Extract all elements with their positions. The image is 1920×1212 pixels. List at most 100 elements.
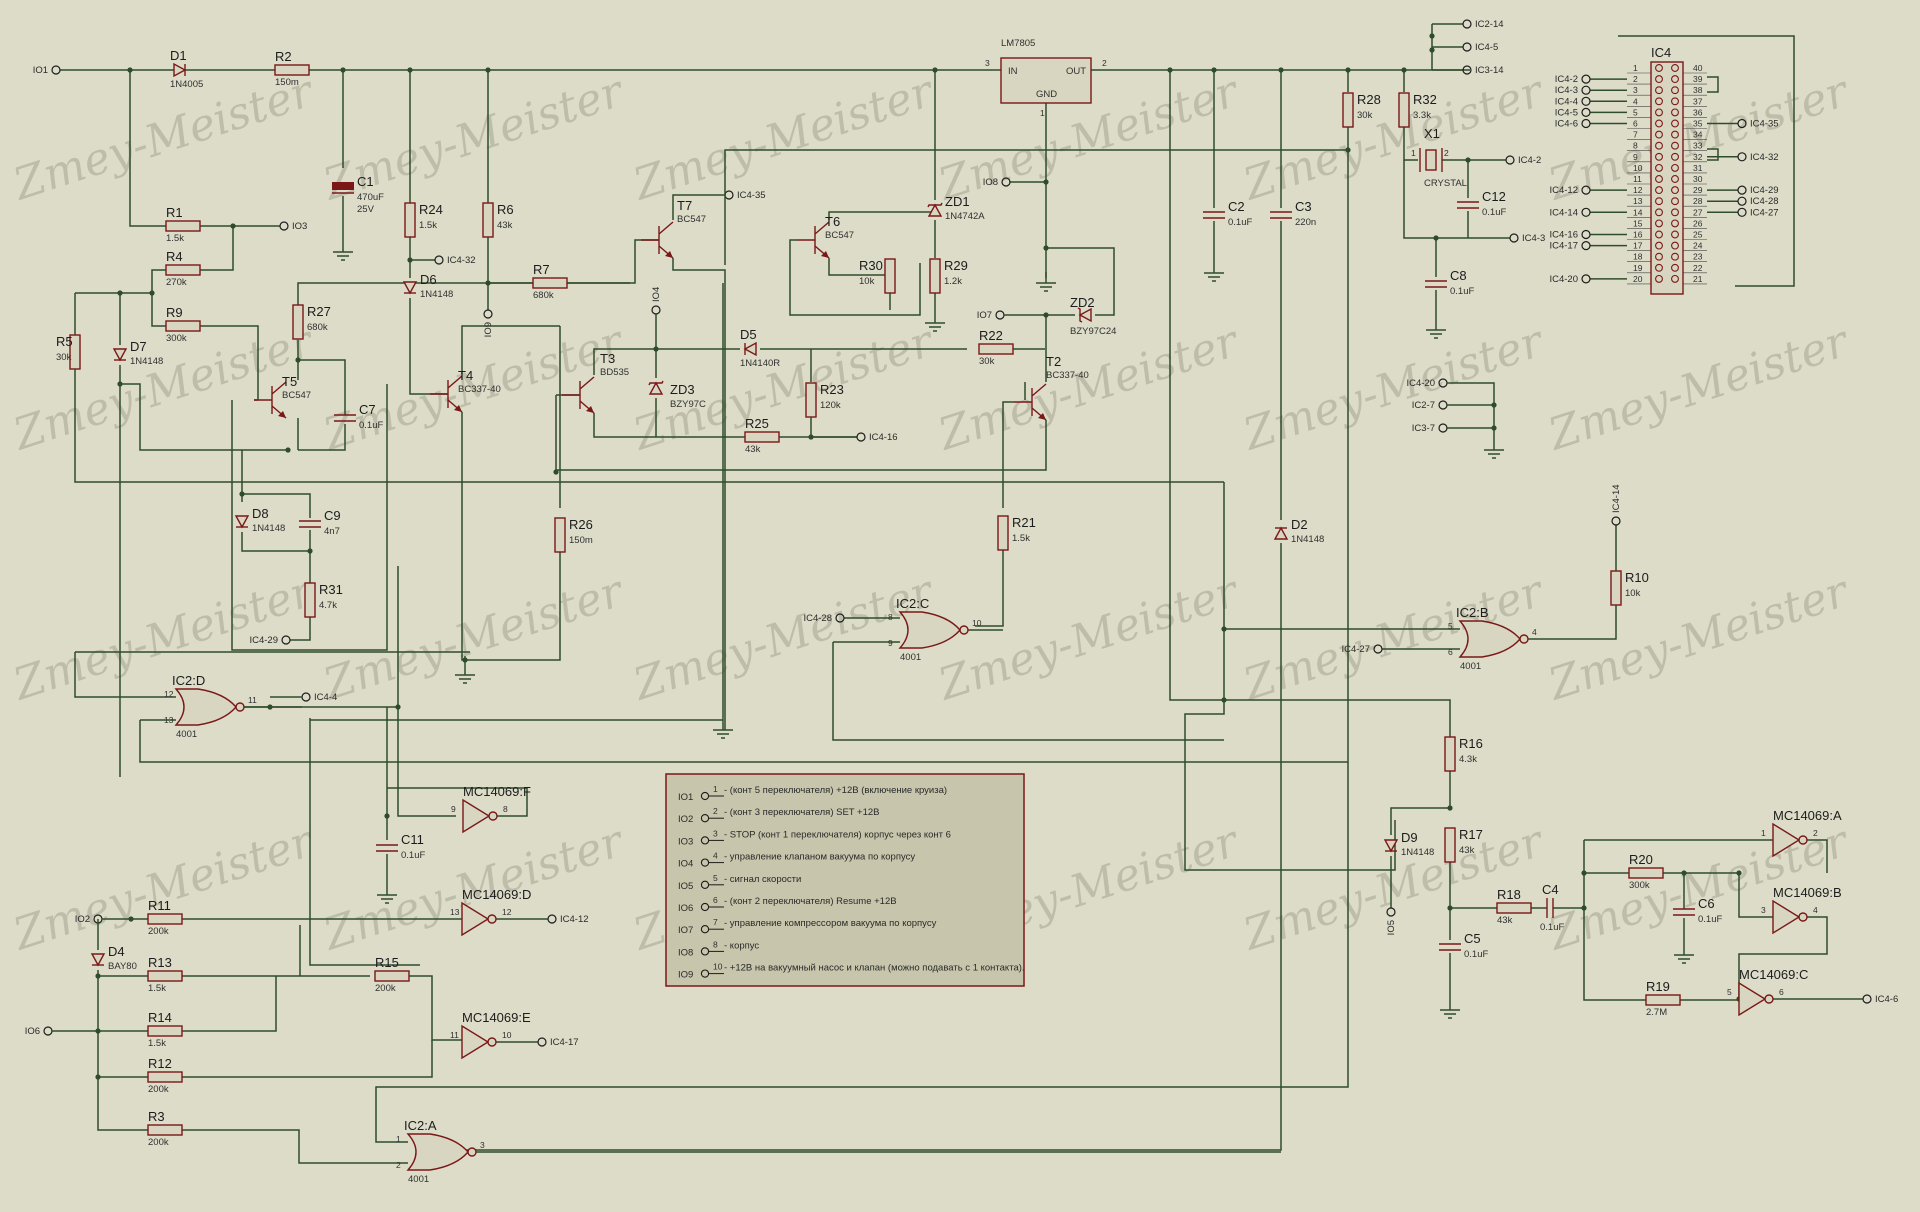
net-label: IC4-17	[550, 1037, 579, 1048]
terminal	[995, 310, 1005, 320]
transistor-collector	[447, 375, 463, 389]
net-label: IC4-20	[1549, 274, 1578, 285]
wire	[1002, 401, 1014, 508]
gate-ref: MC14069:C	[1739, 967, 1808, 982]
capacitor-ref: C11	[401, 832, 424, 847]
diode-bar	[648, 380, 664, 386]
wire	[375, 127, 1349, 1143]
watermark-text: Zmey-Meister	[1236, 315, 1552, 461]
crystal-ref: X1	[1424, 126, 1440, 141]
resistor-body	[997, 515, 1009, 551]
regulator-body	[1000, 57, 1092, 104]
terminal	[1581, 74, 1591, 84]
legend-description: - (конт 3 переключателя) SET +12В	[724, 807, 880, 818]
gate-ref: MC14069:F	[463, 784, 531, 799]
transistor-value: BD535	[600, 367, 629, 378]
resistor-body	[1645, 994, 1681, 1006]
resistor-value: 4.7k	[319, 600, 337, 611]
capacitor-value: 0.1uF	[1464, 949, 1488, 960]
diode	[112, 348, 128, 362]
diode-value: BZY97C	[670, 399, 706, 410]
net-label: IC4-4	[314, 692, 337, 703]
diode-bar	[927, 202, 943, 208]
wire	[1583, 840, 1646, 1001]
wire	[828, 211, 935, 220]
terminal	[1737, 207, 1747, 217]
resistor-ref: R20	[1629, 852, 1653, 867]
inverter-bubble	[487, 914, 497, 924]
inverter-bubble	[1798, 835, 1808, 845]
regulator-out-label: OUT	[1066, 66, 1086, 77]
gate-pin: 4	[1532, 627, 1537, 637]
resistor-value: 1.5k	[148, 1038, 166, 1049]
net-label: IC4-6	[1555, 119, 1578, 130]
junction-dot	[1491, 402, 1497, 408]
terminal	[1581, 107, 1591, 118]
nor-gate	[406, 1133, 469, 1171]
resistor-value: 43k	[1459, 845, 1475, 856]
wire	[242, 493, 311, 518]
diode-ref: D2	[1291, 517, 1308, 532]
net-label: IC3-7	[1412, 423, 1435, 434]
diode-value: 1N4005	[170, 79, 203, 90]
resistor-value: 1.5k	[1012, 533, 1030, 544]
ic4-pin-pad	[1655, 108, 1663, 117]
resistor-value: 10k	[1625, 588, 1641, 599]
gate-ref: MC14069:D	[462, 887, 531, 902]
diode-body	[234, 515, 250, 529]
ic4-pin-pad	[1655, 141, 1663, 150]
legend-io-label: IO4	[678, 859, 693, 870]
resistor-body	[274, 64, 310, 76]
diode	[743, 341, 757, 357]
resistor-ref: R28	[1357, 92, 1381, 107]
net-label: IO8	[983, 177, 998, 188]
legend-pin-number: 10	[713, 962, 723, 972]
resistor-body	[147, 970, 183, 982]
diode-body	[90, 953, 106, 967]
capacitor-value: 0.1uF	[401, 850, 425, 861]
terminal	[537, 1037, 547, 1047]
resistor-body	[147, 1124, 183, 1136]
gate-pin: 12	[502, 907, 512, 917]
terminal	[1737, 196, 1747, 206]
gate-pin: 9	[451, 804, 456, 814]
net-label: IC4-28	[1750, 196, 1779, 207]
ic4-pin-number: 25	[1693, 230, 1703, 240]
resistor-ref: R25	[745, 416, 769, 431]
gate-pin: 3	[1761, 905, 1766, 915]
terminal	[1386, 907, 1396, 917]
diode-ref: D8	[252, 506, 269, 521]
gate-pin: 1	[1761, 828, 1766, 838]
crystal-body	[1425, 149, 1437, 171]
ic4-pin-pad	[1655, 97, 1663, 106]
ic4-pin-pad	[1671, 230, 1679, 239]
transistor-value: BC547	[282, 390, 311, 401]
gate-pin: 5	[1448, 621, 1453, 631]
ic4-pin-pad	[1671, 97, 1679, 106]
capacitor-ref: C2	[1228, 199, 1245, 214]
resistor-ref: R16	[1459, 736, 1483, 751]
resistor-ref: R1	[166, 205, 183, 220]
terminal	[1001, 177, 1011, 187]
resistor-ref: R26	[569, 517, 593, 532]
resistor-body	[482, 202, 494, 238]
resistor-value: 1.2k	[944, 276, 962, 287]
legend-io-label: IO1	[678, 792, 693, 803]
net-label: IC4-17	[1549, 241, 1578, 252]
wire	[74, 369, 1224, 483]
diode-value: BAY80	[108, 961, 137, 972]
ic4-pin-number: 26	[1693, 218, 1703, 228]
capacitor-ref: C9	[324, 508, 341, 523]
diode-value: 1N4148	[1291, 534, 1324, 545]
ic4-pin-pad	[1671, 163, 1679, 172]
ic4-pin-pad	[1671, 219, 1679, 228]
ic4-pin-pad	[1671, 75, 1679, 84]
terminal	[1581, 118, 1591, 129]
junction-dot	[1221, 697, 1227, 703]
gate-ref: MC14069:B	[1773, 885, 1842, 900]
net-label: IC3-14	[1475, 65, 1504, 76]
wire	[832, 642, 1224, 741]
resistor-value: 43k	[1497, 915, 1513, 926]
net-label: IC2-14	[1475, 19, 1504, 30]
legend-io-label: IO9	[678, 970, 693, 981]
